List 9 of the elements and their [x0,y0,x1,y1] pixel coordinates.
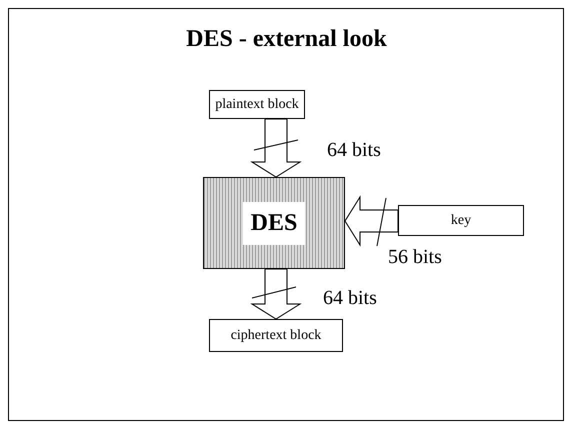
node-label: plaintext block [215,96,299,112]
node-label: key [450,212,472,228]
node-label: ciphertext block [230,328,322,344]
process-box [398,205,524,236]
cipher-box [203,177,345,269]
node-label: DES [242,202,306,244]
process-box [209,90,305,119]
process-box [209,319,343,352]
title: DES - external look [185,26,388,53]
